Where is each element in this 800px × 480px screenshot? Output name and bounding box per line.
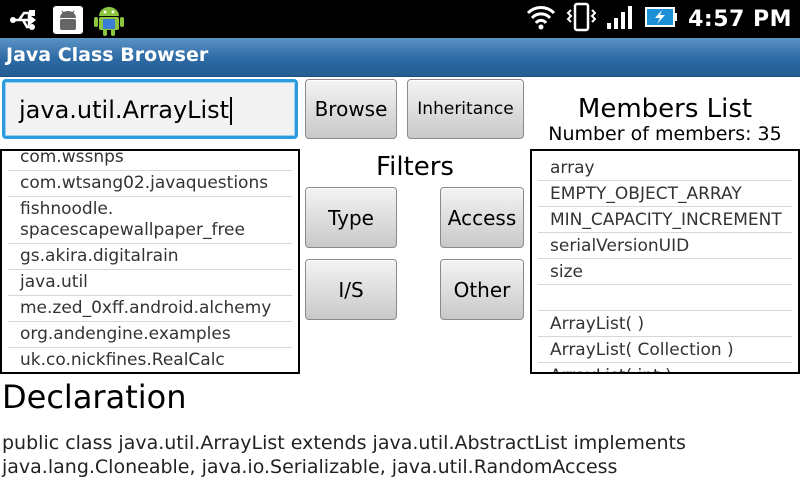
battery-charging-icon	[644, 5, 678, 33]
is-filter-button[interactable]: I/S	[305, 259, 397, 320]
vibrate-icon	[566, 2, 597, 36]
title-bar: Java Class Browser	[0, 38, 800, 77]
member-list-item[interactable]: ArrayList( Collection )	[538, 337, 792, 363]
member-list-item[interactable]: ArrayList( int )	[538, 363, 792, 372]
members-count: Number of members: 35	[548, 123, 782, 145]
package-list-item[interactable]: me.zed_0xff.android.alchemy	[8, 296, 292, 322]
debug-android-icon	[52, 5, 84, 39]
member-list-item[interactable]: size	[538, 259, 792, 285]
app-title: Java Class Browser	[6, 44, 209, 66]
access-filter-button[interactable]: Access	[440, 187, 524, 248]
member-list-item[interactable]	[538, 285, 792, 311]
clock: 4:57 PM	[688, 6, 792, 32]
members-list-title: Members List	[577, 94, 753, 124]
package-list-item[interactable]: fishnoodle. spacescapewallpaper_free	[8, 197, 292, 244]
signal-icon	[606, 4, 634, 34]
member-list-item[interactable]: serialVersionUID	[538, 233, 792, 259]
inheritance-button[interactable]: Inheritance	[407, 79, 524, 139]
declaration-heading: Declaration	[2, 378, 187, 416]
type-filter-button[interactable]: Type	[305, 187, 397, 248]
package-list-item[interactable]: uk.co.nickfines.RealCalc	[8, 348, 292, 372]
class-name-value: java.util.ArrayList	[19, 96, 233, 125]
other-filter-button[interactable]: Other	[440, 259, 524, 320]
package-list-item[interactable]: org.andengine.examples	[8, 322, 292, 348]
member-list-item[interactable]: MIN_CAPACITY_INCREMENT	[538, 207, 792, 233]
status-bar: 4:57 PM	[0, 0, 800, 38]
android-mascot-icon	[92, 3, 126, 41]
wifi-icon	[526, 4, 556, 34]
member-list-item[interactable]: array	[538, 155, 792, 181]
package-list-item[interactable]: com.wtsang02.javaquestions	[8, 171, 292, 197]
member-list-item[interactable]: ArrayList( )	[538, 311, 792, 337]
package-list-item[interactable]: java.util	[8, 270, 292, 296]
member-list-item[interactable]: EMPTY_OBJECT_ARRAY	[538, 181, 792, 207]
package-list-item[interactable]: gs.akira.digitalrain	[8, 244, 292, 270]
filters-title: Filters	[376, 152, 454, 182]
class-name-input[interactable]: java.util.ArrayList	[2, 79, 298, 139]
usb-icon	[10, 6, 44, 38]
browse-button[interactable]: Browse	[305, 79, 397, 139]
package-list-item[interactable]: com.wssnps	[8, 151, 292, 171]
declaration-text: public class java.util.ArrayList extends…	[2, 432, 686, 478]
text-cursor	[230, 97, 233, 125]
